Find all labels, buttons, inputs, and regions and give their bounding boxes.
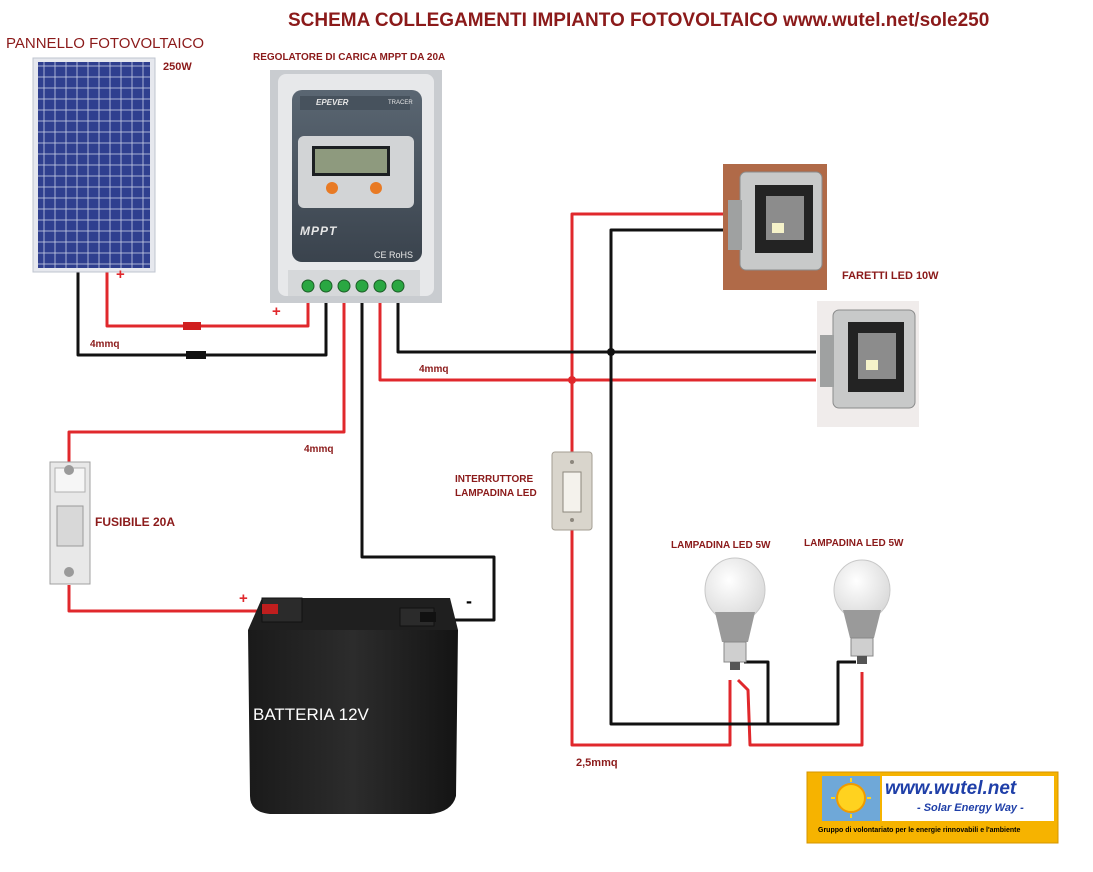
label-switch-line2: LAMPADINA LED bbox=[455, 488, 537, 499]
solar-panel bbox=[32, 57, 156, 273]
battery bbox=[248, 597, 458, 814]
controller-terminals bbox=[301, 279, 405, 293]
wire-battery-positive-bottom bbox=[67, 585, 270, 613]
fuse-holder bbox=[49, 461, 91, 585]
wutel-logo bbox=[806, 771, 1059, 844]
wire-switch-out bbox=[570, 530, 732, 747]
controller-ce: CE RoHS bbox=[374, 250, 414, 260]
label-controller: REGOLATORE DI CARICA MPPT DA 20A bbox=[253, 52, 446, 63]
controller-brand: EPEVER bbox=[316, 98, 349, 107]
led-bulb-right bbox=[833, 559, 891, 664]
title-rest: IMPIANTO FOTOVOLTAICO www.wutel.net/sole… bbox=[532, 10, 990, 31]
wires bbox=[67, 212, 864, 747]
plus-panel: + bbox=[116, 266, 125, 283]
label-wire-panel: 4mmq bbox=[90, 339, 120, 350]
led-bulb-left bbox=[704, 557, 766, 670]
controller-model: TRACER bbox=[388, 100, 413, 106]
wire-load-negative bbox=[396, 290, 816, 354]
wire-panel-positive bbox=[105, 268, 310, 328]
minus-battery: - bbox=[466, 591, 472, 611]
wire-flood1-negative bbox=[609, 228, 727, 352]
inline-fuse-negative bbox=[186, 351, 206, 359]
wire-battery-negative bbox=[360, 290, 496, 622]
label-wire-battery: 4mmq bbox=[304, 444, 334, 455]
logo-tagline: - Solar Energy Way - bbox=[917, 802, 1024, 814]
diagram-title: SCHEMA COLLEGAMENTI IMPIANTO FOTOVOLTAIC… bbox=[288, 10, 989, 32]
plus-controller: + bbox=[272, 303, 281, 320]
label-wire-bulbs: 2,5mmq bbox=[576, 757, 618, 769]
wire-flood1-positive bbox=[570, 212, 727, 380]
light-switch bbox=[551, 451, 593, 531]
label-battery: BATTERIA 12V bbox=[253, 705, 369, 724]
floodlight-top bbox=[723, 164, 827, 290]
label-panel: PANNELLO FOTOVOLTAICO bbox=[6, 35, 205, 52]
charge-controller bbox=[270, 70, 442, 303]
wire-load-positive bbox=[378, 290, 816, 382]
wire-bulb2-negative bbox=[768, 660, 856, 726]
label-bulb-right: LAMPADINA LED 5W bbox=[804, 538, 904, 549]
logo-site: www.wutel.net bbox=[885, 778, 1017, 799]
label-fuse: FUSIBILE 20A bbox=[95, 515, 176, 529]
logo-caption: Gruppo di volontariato per le energie ri… bbox=[818, 827, 1021, 834]
label-wire-loads: 4mmq bbox=[419, 364, 449, 375]
label-bulb-left: LAMPADINA LED 5W bbox=[671, 540, 771, 551]
junction-red bbox=[568, 376, 576, 384]
controller-mppt: MPPT bbox=[300, 224, 338, 238]
wire-battery-positive-top bbox=[67, 290, 346, 462]
title-strong: SCHEMA COLLEGAMENTI bbox=[288, 10, 527, 31]
label-switch-line1: INTERRUTTORE bbox=[455, 474, 534, 485]
controller-button-right bbox=[370, 182, 382, 194]
wire-bulbs-negative bbox=[609, 352, 770, 726]
plus-battery: + bbox=[239, 590, 248, 607]
inline-fuse-positive bbox=[183, 322, 201, 330]
label-panel-power: 250W bbox=[163, 61, 192, 73]
junction-black bbox=[607, 348, 615, 356]
label-floodlights: FARETTI LED 10W bbox=[842, 270, 939, 282]
floodlight-bottom bbox=[817, 301, 919, 427]
sun-icon bbox=[836, 783, 866, 813]
wire-bulb2-positive bbox=[736, 672, 864, 747]
controller-button-left bbox=[326, 182, 338, 194]
